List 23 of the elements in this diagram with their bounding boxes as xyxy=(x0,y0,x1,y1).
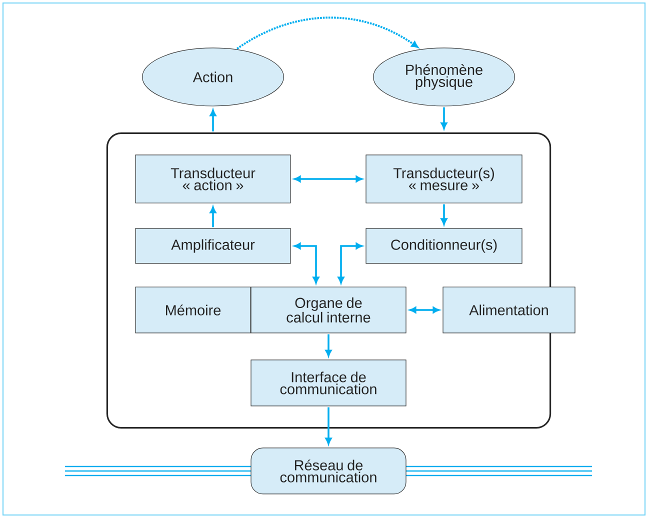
arrow xyxy=(210,110,216,132)
network-box: Réseau de communication xyxy=(250,448,406,494)
arrow xyxy=(410,306,440,314)
arrow xyxy=(294,176,362,182)
arrow xyxy=(338,242,362,284)
ellipse-node: Phénomène physique xyxy=(373,48,515,106)
block-box: Amplificateur xyxy=(135,228,291,264)
block-box: Organe de calcul interne xyxy=(250,286,406,334)
arrow xyxy=(294,242,320,284)
block-box: Mémoire xyxy=(135,286,251,334)
block-box: Alimentation xyxy=(442,286,576,334)
block-box: Transducteur « action » xyxy=(135,154,291,204)
arrow xyxy=(210,206,216,228)
ellipse-node: Action xyxy=(142,48,284,106)
block-box: Transducteur(s) « mesure » xyxy=(366,154,522,204)
enclosure-box xyxy=(106,132,552,429)
block-box: Interface de communication xyxy=(250,360,406,406)
arrow xyxy=(236,16,418,50)
block-box: Conditionneur(s) xyxy=(366,228,522,264)
arrow xyxy=(440,204,448,225)
arrow xyxy=(440,107,448,130)
arrow xyxy=(325,407,332,444)
arrow xyxy=(325,334,332,356)
